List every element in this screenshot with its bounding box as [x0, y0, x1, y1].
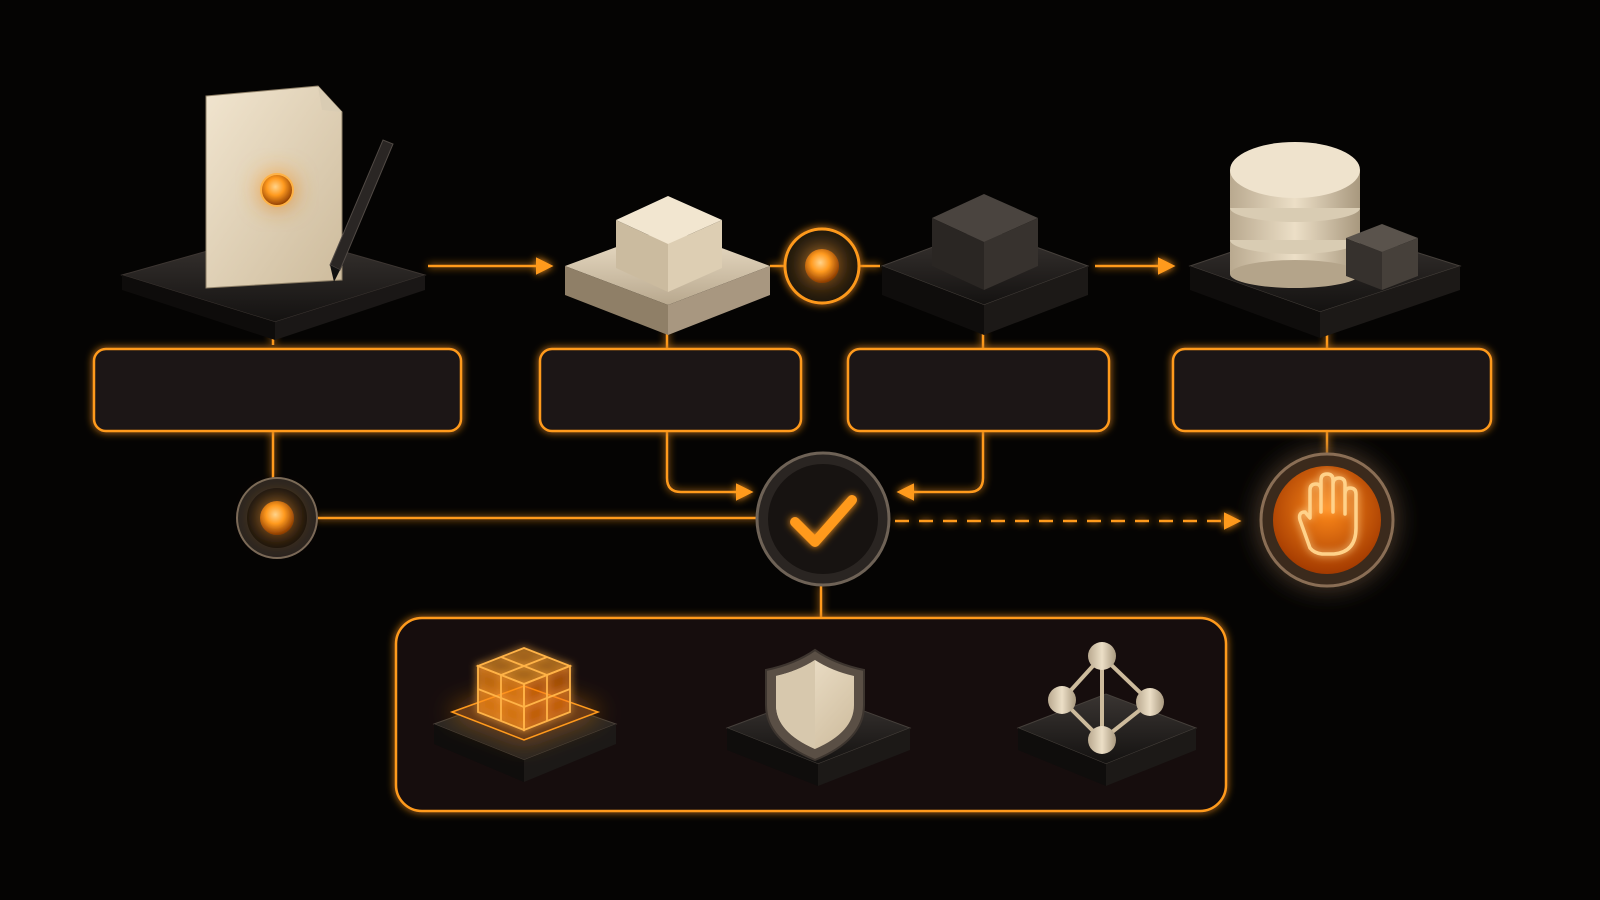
stop-hand-icon	[1259, 452, 1395, 588]
checkmark-icon	[755, 451, 891, 587]
label-box-3	[846, 347, 1111, 433]
document-orb	[260, 173, 294, 207]
light-cube-icon	[565, 196, 770, 335]
database-cylinder-icon	[1188, 142, 1462, 338]
label3-to-check-path	[896, 432, 985, 501]
label-box-2	[538, 347, 803, 433]
start-node-icon	[236, 477, 318, 559]
document-with-pen-icon	[120, 85, 427, 340]
glowing-node-icon	[783, 227, 861, 305]
label2-to-check-path	[665, 432, 754, 501]
label-box-4	[1171, 347, 1493, 433]
label-box-1	[92, 347, 463, 433]
shield-icon	[725, 648, 912, 786]
graph-network-icon	[1016, 642, 1198, 786]
wireframe-cube-icon	[432, 647, 618, 782]
dark-cube-icon	[880, 194, 1090, 335]
